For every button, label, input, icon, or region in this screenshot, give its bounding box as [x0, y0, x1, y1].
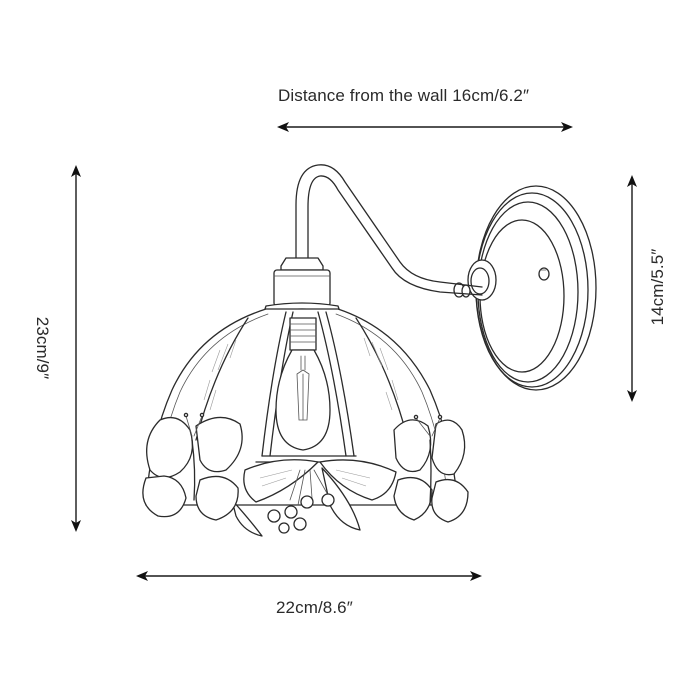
label-backplate-height: 14cm/5.5″	[648, 248, 667, 326]
butterfly-right	[393, 414, 469, 523]
butterfly-left	[142, 412, 243, 521]
backplate	[453, 185, 597, 391]
dimension-arrow-shade-width	[136, 571, 482, 581]
label-shade-width: 22cm/8.6″	[276, 598, 353, 617]
gooseneck-arm	[295, 164, 483, 296]
dimension-arrow-wall-distance	[277, 122, 573, 132]
label-total-height: 23cm/9″	[33, 316, 52, 380]
dimension-arrow-backplate-height	[627, 175, 637, 402]
edison-bulb	[275, 317, 331, 451]
bead-cluster	[267, 469, 335, 534]
label-wall-distance: Distance from the wall 16cm/6.2″	[278, 86, 530, 105]
leaves	[231, 459, 397, 537]
dimension-arrow-total-height	[71, 165, 81, 532]
socket-cap	[263, 257, 341, 313]
